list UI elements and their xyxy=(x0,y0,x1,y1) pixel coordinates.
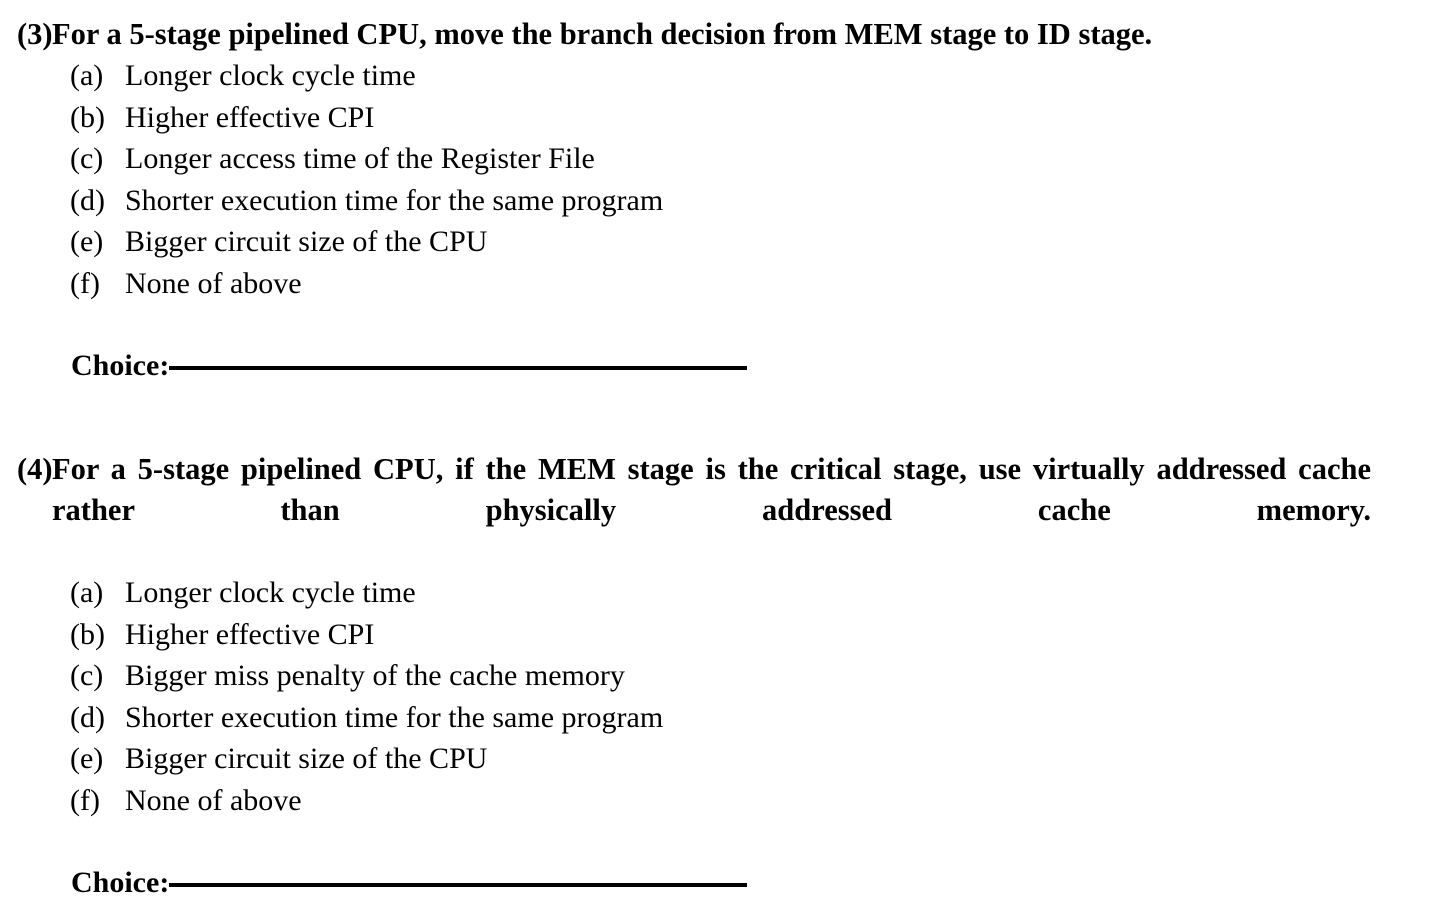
option-marker-d: (d) xyxy=(70,700,105,734)
choice-label-3: Choice: xyxy=(71,349,170,382)
choice-label-4: Choice: xyxy=(71,866,170,899)
option-marker-c: (c) xyxy=(70,142,104,175)
choice-answer-blank-4[interactable] xyxy=(169,883,748,887)
question-heading-4: (4) For a 5-stage pipelined CPU, if the … xyxy=(0,449,1433,572)
option-3-f[interactable]: (f) None of above xyxy=(0,263,1433,305)
option-label-c: Bigger miss penalty of the cache memory xyxy=(125,659,625,692)
option-marker-b: (b) xyxy=(70,617,105,651)
question-number-3: (3) xyxy=(17,17,53,51)
question-heading-3: (3) For a 5-stage pipelined CPU, move th… xyxy=(0,14,1433,55)
choice-row-3: Choice: xyxy=(0,345,1433,386)
option-label-b: Higher effective CPI xyxy=(125,617,375,651)
option-label-d: Shorter execution time for the same prog… xyxy=(125,700,664,734)
question-prompt-4: For a 5-stage pipelined CPU, if the MEM … xyxy=(52,452,1371,527)
option-3-b[interactable]: (b) Higher effective CPI xyxy=(0,97,1433,139)
option-marker-a: (a) xyxy=(70,576,104,609)
option-marker-b: (b) xyxy=(70,100,105,134)
option-label-e: Bigger circuit size of the CPU xyxy=(125,225,488,258)
option-marker-c: (c) xyxy=(70,659,104,692)
option-label-f: None of above xyxy=(125,266,302,300)
option-4-a[interactable]: (a) Longer clock cycle time xyxy=(0,572,1433,614)
option-marker-f: (f) xyxy=(70,266,100,300)
option-label-a: Longer clock cycle time xyxy=(125,576,416,609)
question-block-3: (3) For a 5-stage pipelined CPU, move th… xyxy=(0,0,1433,386)
option-3-e[interactable]: (e) Bigger circuit size of the CPU xyxy=(0,221,1433,263)
question-number-4: (4) xyxy=(17,452,53,486)
option-label-e: Bigger circuit size of the CPU xyxy=(125,742,488,775)
options-list-4: (a) Longer clock cycle time (b) Higher e… xyxy=(0,572,1433,821)
options-list-3: (a) Longer clock cycle time (b) Higher e… xyxy=(0,55,1433,304)
option-label-b: Higher effective CPI xyxy=(125,100,375,134)
block-separator xyxy=(0,386,1433,429)
choice-answer-blank-3[interactable] xyxy=(169,366,748,370)
option-label-d: Shorter execution time for the same prog… xyxy=(125,183,664,217)
option-label-f: None of above xyxy=(125,783,302,817)
option-marker-e: (e) xyxy=(70,742,104,775)
option-4-b[interactable]: (b) Higher effective CPI xyxy=(0,614,1433,656)
option-marker-d: (d) xyxy=(70,183,105,217)
option-4-f[interactable]: (f) None of above xyxy=(0,780,1433,822)
option-marker-f: (f) xyxy=(70,783,100,817)
option-marker-a: (a) xyxy=(70,59,104,92)
question-block-4: (4) For a 5-stage pipelined CPU, if the … xyxy=(0,429,1433,903)
option-3-d[interactable]: (d) Shorter execution time for the same … xyxy=(0,180,1433,222)
option-3-c[interactable]: (c) Longer access time of the Register F… xyxy=(0,138,1433,180)
option-4-e[interactable]: (e) Bigger circuit size of the CPU xyxy=(0,738,1433,780)
option-label-a: Longer clock cycle time xyxy=(125,59,416,92)
option-marker-e: (e) xyxy=(70,225,104,258)
option-3-a[interactable]: (a) Longer clock cycle time xyxy=(0,55,1433,97)
option-label-c: Longer access time of the Register File xyxy=(125,142,595,175)
option-4-c[interactable]: (c) Bigger miss penalty of the cache mem… xyxy=(0,655,1433,697)
option-4-d[interactable]: (d) Shorter execution time for the same … xyxy=(0,697,1433,739)
question-prompt-3: For a 5-stage pipelined CPU, move the br… xyxy=(52,17,1153,51)
choice-row-4: Choice: xyxy=(0,862,1433,903)
